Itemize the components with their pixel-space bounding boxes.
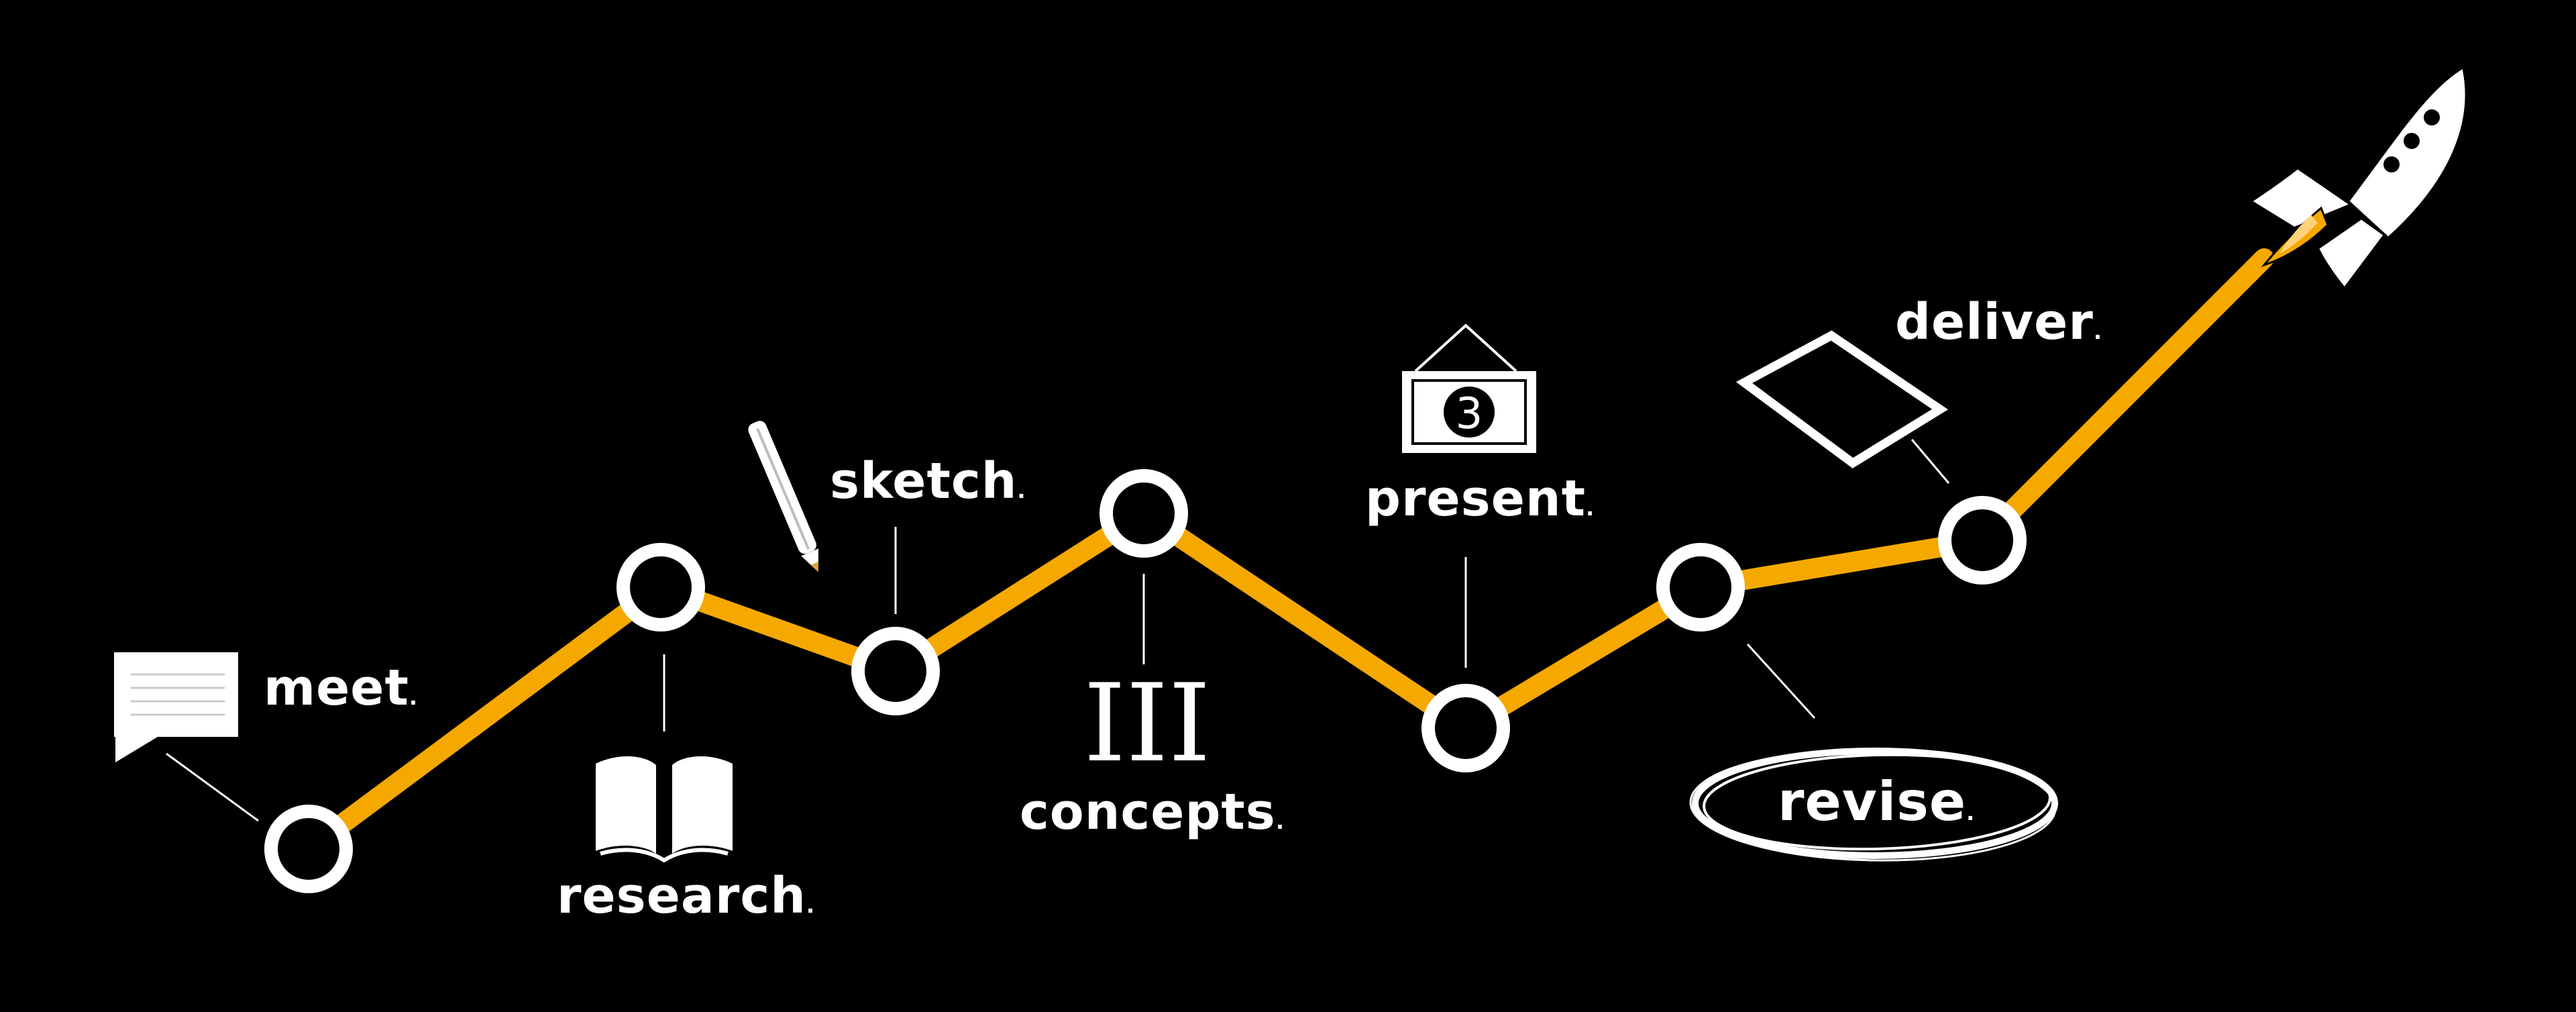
node-present [1421,684,1510,772]
timeline-nodes [264,469,2027,893]
step-label-revise: revise. [1778,770,1975,833]
step-label-deliver: deliver. [1895,293,2102,351]
connector-deliver [1911,439,1950,484]
diamond-outline-icon [1735,330,1948,468]
step-label-meet: meet. [264,659,418,717]
connector-meet [166,752,259,822]
step-label-research: research. [557,867,815,925]
node-research [616,543,705,631]
presentation-board-icon: 3 [1402,323,1536,453]
open-book-icon [596,756,733,863]
step-label-present: present. [1365,470,1595,527]
connector-revise [1746,643,1816,719]
board-number: 3 [1456,389,1483,439]
step-label-sketch: sketch. [830,452,1026,510]
circle-scribble-icon [1689,748,2058,862]
connector-lines [166,439,1950,822]
speech-bubble-icon [114,652,238,762]
node-meet [264,805,353,893]
roman-numeral-icon: III [1083,660,1211,786]
node-revise [1656,543,1745,631]
node-concepts [1099,469,1188,558]
rocket-icon [2248,64,2468,291]
node-sketch [851,627,940,715]
node-deliver [1938,496,2027,585]
step-label-concepts: concepts. [1020,783,1285,841]
pencil-icon [748,421,819,572]
